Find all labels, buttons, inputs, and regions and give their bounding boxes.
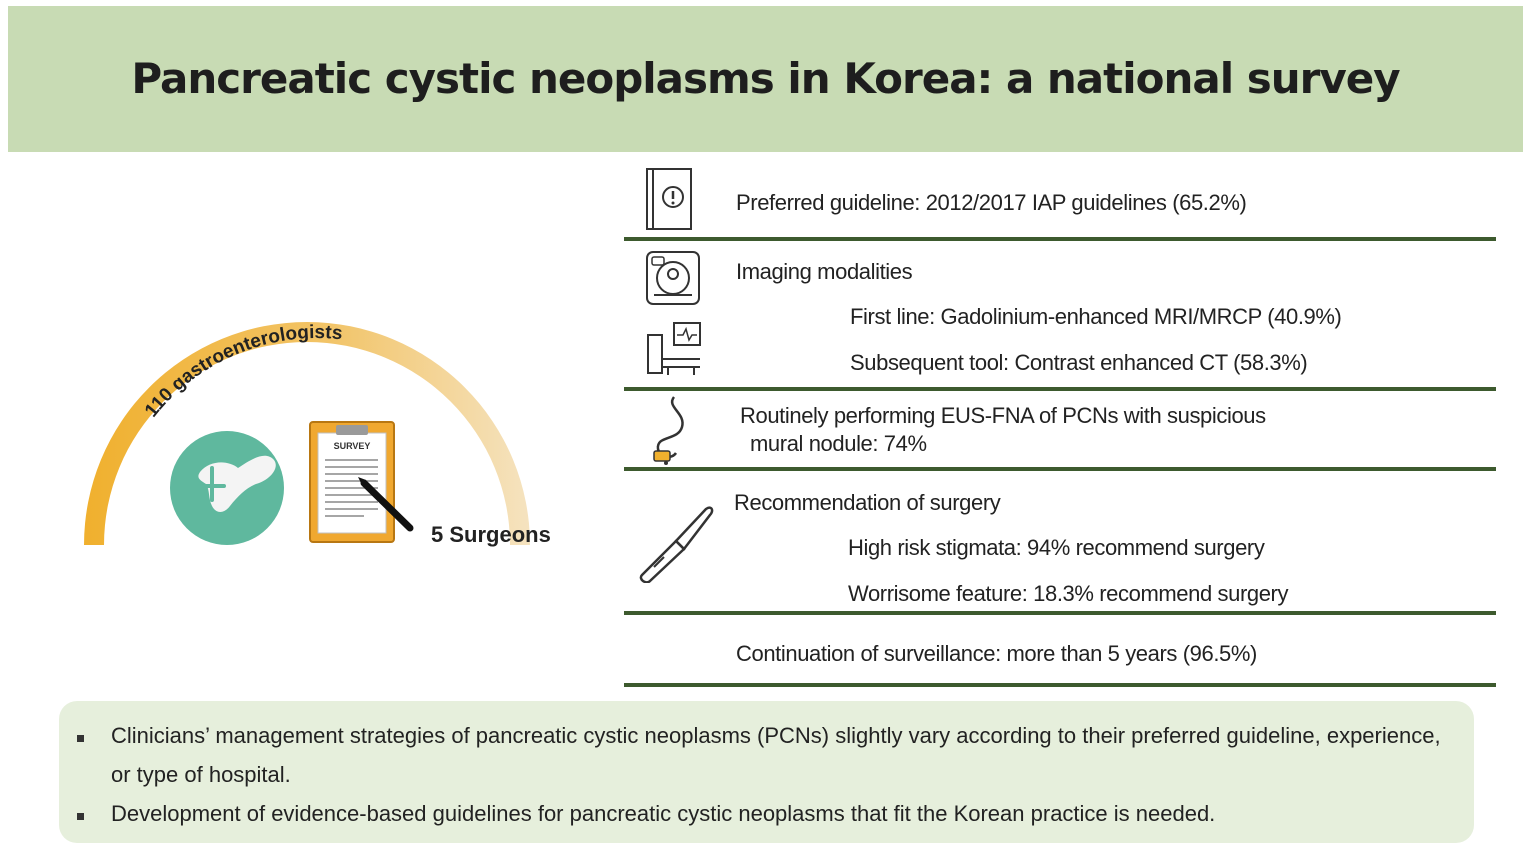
- participants-graphic: 110 gastroenterologists SURVEY: [60, 300, 580, 560]
- summary-box: Clinicians’ management strategies of pan…: [59, 701, 1474, 843]
- surgery-high-risk: High risk stigmata: 94% recommend surger…: [848, 535, 1265, 560]
- summary-item-variation: Clinicians’ management strategies of pan…: [111, 723, 1441, 787]
- bullet-marker: [77, 813, 84, 820]
- surgery-heading: Recommendation of surgery: [734, 490, 1001, 515]
- scalpel-icon: [639, 506, 714, 583]
- bullet-marker: [77, 735, 84, 742]
- row-divider: [624, 237, 1496, 241]
- page-title: Pancreatic cystic neoplasms in Korea: a …: [131, 54, 1400, 103]
- imaging-first-line: First line: Gadolinium-enhanced MRI/MRCP…: [850, 304, 1342, 329]
- survey-clipboard-icon: SURVEY: [309, 421, 414, 543]
- imaging-heading: Imaging modalities: [736, 259, 913, 284]
- summary-item-guidelines: Development of evidence-based guidelines…: [111, 801, 1216, 826]
- title-banner: Pancreatic cystic neoplasms in Korea: a …: [8, 6, 1523, 152]
- row-divider: [624, 467, 1496, 471]
- finding-row-eus: Routinely performing EUS-FNA of PCNs wit…: [624, 391, 1496, 471]
- surgery-worrisome: Worrisome feature: 18.3% recommend surge…: [848, 581, 1289, 606]
- row-divider: [624, 683, 1496, 687]
- finding-row-surveillance: Continuation of surveillance: more than …: [624, 615, 1496, 687]
- row-divider: [624, 611, 1496, 615]
- eus-text-line1: Routinely performing EUS-FNA of PCNs wit…: [740, 403, 1266, 428]
- endoscope-icon: [653, 396, 684, 465]
- finding-row-imaging: Imaging modalities First line: Gadoliniu…: [624, 241, 1496, 391]
- participants-arc-svg: 110 gastroenterologists SURVEY: [84, 322, 530, 545]
- surgeons-label: 5 Surgeons: [431, 522, 551, 547]
- finding-row-guideline: Preferred guideline: 2012/2017 IAP guide…: [624, 160, 1496, 241]
- imaging-subsequent-tool: Subsequent tool: Contrast enhanced CT (5…: [850, 350, 1308, 375]
- survey-sheet-label: SURVEY: [334, 441, 371, 451]
- pen-icon: [358, 477, 414, 532]
- ct-scanner-icon: [647, 322, 701, 375]
- guideline-book-icon: [646, 168, 692, 230]
- pancreas-icon: [170, 431, 284, 545]
- participants-arc: [84, 322, 530, 545]
- row-divider: [624, 387, 1496, 391]
- surveillance-text: Continuation of surveillance: more than …: [736, 641, 1257, 666]
- guideline-text: Preferred guideline: 2012/2017 IAP guide…: [736, 190, 1247, 215]
- finding-row-surgery: Recommendation of surgery High risk stig…: [624, 471, 1496, 615]
- eus-text-line2: mural nodule: 74%: [750, 431, 927, 456]
- mri-scanner-icon: [646, 251, 700, 305]
